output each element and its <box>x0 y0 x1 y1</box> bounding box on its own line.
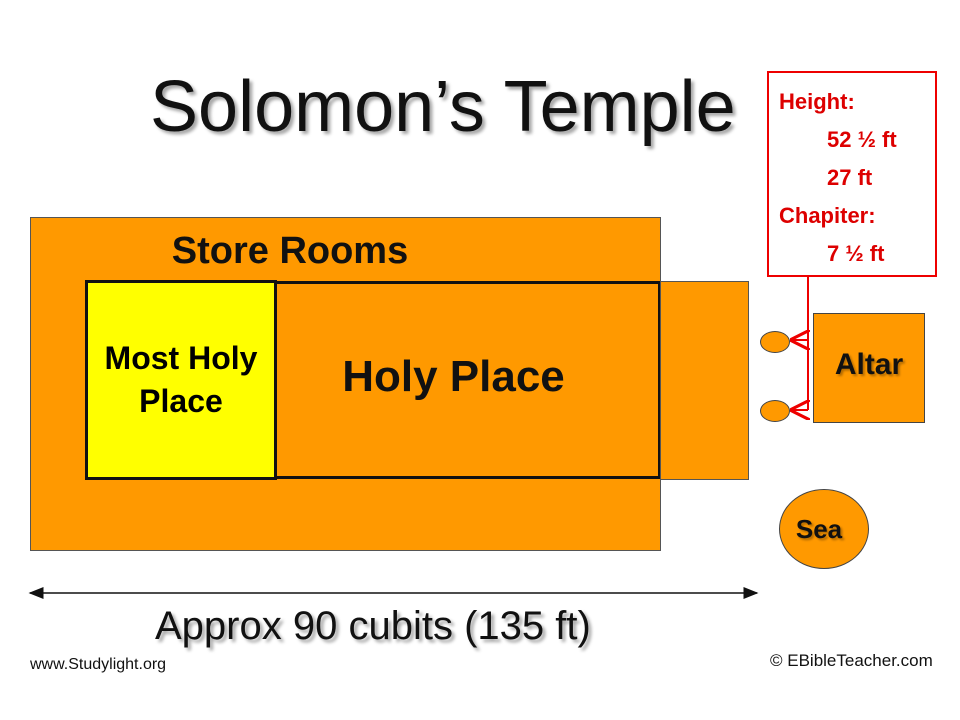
sea: Sea <box>779 489 869 569</box>
holy-place-room <box>276 281 661 479</box>
height-value-2: 27 ft <box>827 165 873 190</box>
page-title: Solomon’s Temple <box>150 67 736 147</box>
height-label: Height: <box>779 89 855 114</box>
height-value-1: 52 ½ ft <box>827 127 897 152</box>
altar-label: Altar <box>834 348 904 381</box>
length-measurement-label: Approx 90 cubits (135 ft) <box>155 604 591 648</box>
credit-studylight: www.Studylight.org <box>30 656 167 673</box>
altar: Altar <box>813 313 925 423</box>
credit-ebibleteacher: © EBibleTeacher.com <box>770 651 933 670</box>
most-holy-place-room: Most Holy Place <box>85 280 277 480</box>
store-rooms-label: Store Rooms <box>171 230 409 272</box>
chapiter-value: 7 ½ ft <box>827 241 885 266</box>
holy-place-label: Holy Place <box>342 352 565 401</box>
sea-label: Sea <box>795 513 843 544</box>
pillar-top <box>760 331 790 353</box>
callout-arrows <box>792 277 808 410</box>
porch <box>660 281 749 480</box>
chapiter-label: Chapiter: <box>779 203 876 228</box>
dimensions-callout: Height: 52 ½ ft 27 ft Chapiter: 7 ½ ft <box>767 71 937 277</box>
most-holy-place-label: Most Holy Place <box>104 339 258 419</box>
pillar-bottom <box>760 400 790 422</box>
